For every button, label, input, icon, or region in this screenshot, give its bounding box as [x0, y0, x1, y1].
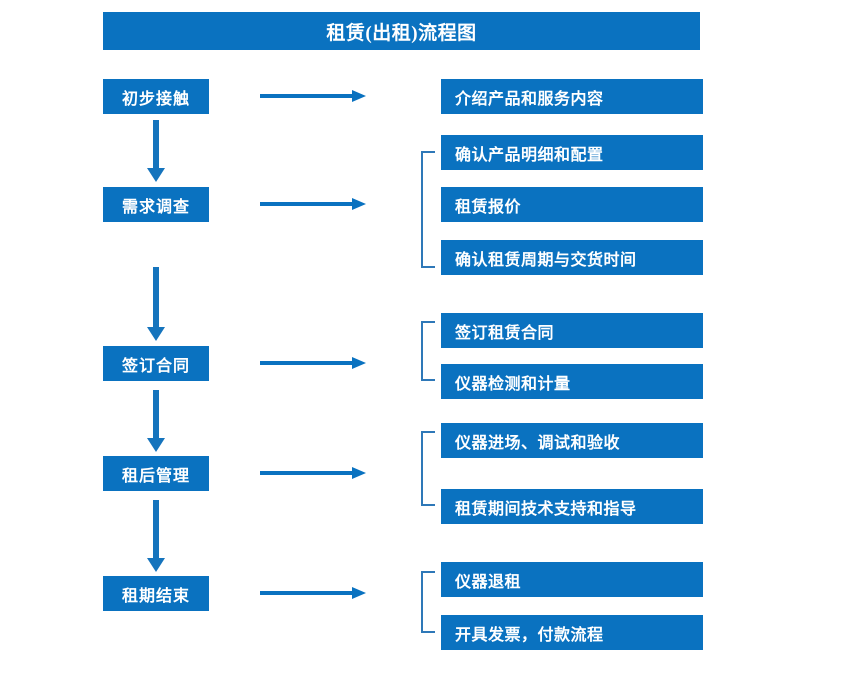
- group-bracket-stage-5: [421, 571, 435, 633]
- horizontal-arrow-stage-4: [260, 467, 366, 479]
- horizontal-arrow-stage-5: [260, 587, 366, 599]
- detail-box-8[interactable]: 租赁期间技术支持和指导: [441, 489, 703, 524]
- page-title: 租赁(出租)流程图: [103, 12, 700, 50]
- group-bracket-stage-2: [421, 151, 435, 268]
- stage-box-2[interactable]: 需求调查: [103, 187, 209, 222]
- detail-box-2[interactable]: 确认产品明细和配置: [441, 135, 703, 170]
- stage-box-3[interactable]: 签订合同: [103, 346, 209, 381]
- stage-box-4[interactable]: 租后管理: [103, 456, 209, 491]
- stage-box-1[interactable]: 初步接触: [103, 79, 209, 114]
- vertical-arrow-4-to-5: [147, 500, 165, 572]
- detail-box-3[interactable]: 租赁报价: [441, 187, 703, 222]
- vertical-arrow-2-to-3: [147, 267, 165, 341]
- horizontal-arrow-stage-3: [260, 357, 366, 369]
- vertical-arrow-1-to-2: [147, 120, 165, 182]
- detail-box-4[interactable]: 确认租赁周期与交货时间: [441, 240, 703, 275]
- group-bracket-stage-4: [421, 431, 435, 506]
- vertical-arrow-3-to-4: [147, 390, 165, 452]
- stage-box-5[interactable]: 租期结束: [103, 576, 209, 611]
- detail-box-1[interactable]: 介绍产品和服务内容: [441, 79, 703, 114]
- detail-box-6[interactable]: 仪器检测和计量: [441, 364, 703, 399]
- detail-box-5[interactable]: 签订租赁合同: [441, 313, 703, 348]
- detail-box-10[interactable]: 开具发票，付款流程: [441, 615, 703, 650]
- detail-box-9[interactable]: 仪器退租: [441, 562, 703, 597]
- detail-box-7[interactable]: 仪器进场、调试和验收: [441, 423, 703, 458]
- horizontal-arrow-stage-1: [260, 90, 366, 102]
- horizontal-arrow-stage-2: [260, 198, 366, 210]
- group-bracket-stage-3: [421, 321, 435, 381]
